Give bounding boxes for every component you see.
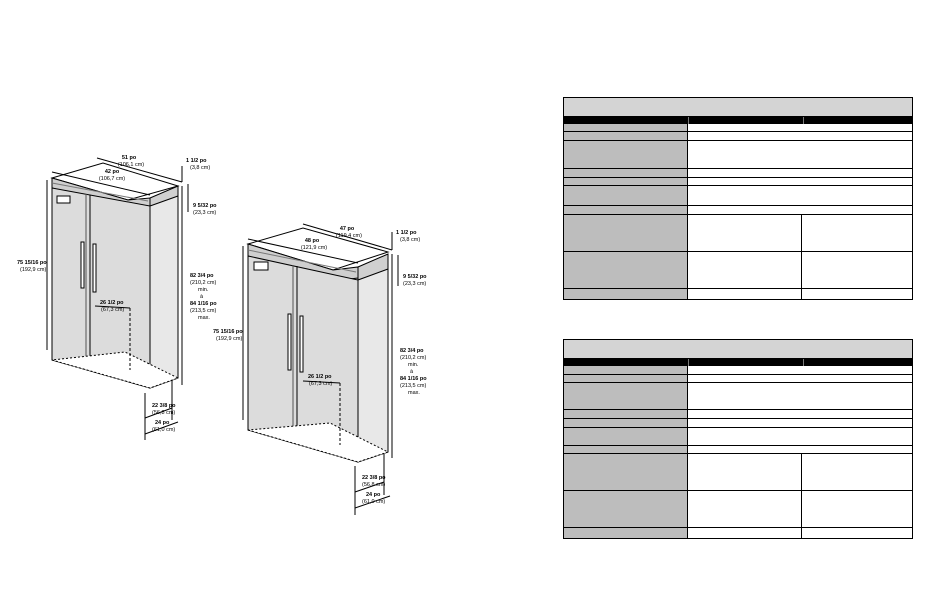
left-overall-width-metric: (106,1 cm) [118,162,144,168]
left-top-gap-metric: (3,8 cm) [190,165,210,171]
right-body-width-metric: (121,9 cm) [301,245,327,251]
right-depth-a-label: 22 3/8 po [362,475,386,481]
left-opening-connector: à [200,294,204,300]
left-top-gap-label: 1 1/2 po [186,158,207,164]
spec-table-header-row [564,359,912,366]
left-depth-a-metric: (56,8 cm) [152,410,175,416]
spec-table-title-bar [564,98,912,117]
spec-row [564,366,912,375]
left-height-label: 75 15/16 po [17,260,47,266]
spec-table-header-row [564,117,912,124]
right-overall-width-metric: (119,4 cm) [336,233,362,239]
spec-row [564,186,912,206]
left-dimension-lines [46,157,189,440]
right-dimension-lines [242,223,399,515]
left-opening-max-note: max. [198,315,210,321]
spec-row [564,428,912,446]
right-grille-metric: (23,3 cm) [403,281,426,287]
left-depth-b-metric: (61,0 cm) [152,427,175,433]
spec-row [564,446,912,454]
spec-row [564,169,912,178]
spec-row [564,206,912,215]
right-water-line-label: 26 1/2 po [308,374,332,380]
left-opening-max-label: 84 1/16 po [190,301,217,307]
right-opening-max-label: 84 1/16 po [400,376,427,382]
spec-row [564,528,912,538]
spec-row [564,419,912,428]
spec-row [564,454,912,491]
left-depth-b-label: 24 po [155,420,170,426]
spec-row [564,491,912,528]
spec-row [564,132,912,141]
right-opening-min-label: 82 3/4 po [400,348,424,354]
left-opening-max-metric: (213,5 cm) [190,308,216,314]
right-opening-max-note: max. [408,390,420,396]
spec-table-title-bar [564,340,912,359]
spec-row [564,215,912,252]
right-dimension-labels: 47 po (119,4 cm) 48 po (121,9 cm) 75 15/… [213,226,427,505]
installation-drawing: 51 po (106,1 cm) 42 po (106,7 cm) 75 15/… [17,155,427,515]
right-height-metric: (192,9 cm) [216,336,242,342]
spec-row [564,124,912,132]
right-body-width-label: 48 po [305,238,320,244]
right-opening-min-metric: (210,2 cm) [400,355,426,361]
spec-row [564,252,912,289]
spec-row [564,289,912,299]
right-water-line-metric: (67,3 cm) [309,381,332,387]
spec-row [564,178,912,186]
left-depth-a-label: 22 3/8 po [152,403,176,409]
left-body-width-metric: (106,7 cm) [99,176,125,182]
left-overall-width-label: 51 po [122,155,137,161]
spec-row [564,383,912,410]
left-dimension-labels: 51 po (106,1 cm) 42 po (106,7 cm) 75 15/… [17,155,217,433]
left-opening-min-note: min. [198,287,209,293]
right-depth-b-metric: (61,0 cm) [362,499,385,505]
left-water-line-metric: (67,3 cm) [101,307,124,313]
spec-row [564,375,912,383]
left-body-width-label: 42 po [105,169,120,175]
left-refrigerator [46,157,189,440]
right-opening-max-metric: (213,5 cm) [400,383,426,389]
right-grille-label: 9 5/32 po [403,274,427,280]
right-depth-b-label: 24 po [366,492,381,498]
left-grille-metric: (23,3 cm) [193,210,216,216]
right-height-label: 75 15/16 po [213,329,243,335]
right-top-gap-label: 1 1/2 po [396,230,417,236]
spec-table-1 [563,97,913,300]
right-opening-connector: à [410,369,414,375]
right-opening-min-note: min. [408,362,419,368]
right-top-gap-metric: (3,8 cm) [400,237,420,243]
spec-row [564,410,912,419]
right-refrigerator [242,223,399,515]
spec-table-2 [563,339,913,539]
left-opening-min-label: 82 3/4 po [190,273,214,279]
left-opening-min-metric: (210,2 cm) [190,280,216,286]
left-height-metric: (192,9 cm) [20,267,46,273]
right-overall-width-label: 47 po [340,226,355,232]
spec-row [564,141,912,169]
right-depth-a-metric: (56,8 cm) [362,482,385,488]
left-grille-label: 9 5/32 po [193,203,217,209]
left-water-line-label: 26 1/2 po [100,300,124,306]
